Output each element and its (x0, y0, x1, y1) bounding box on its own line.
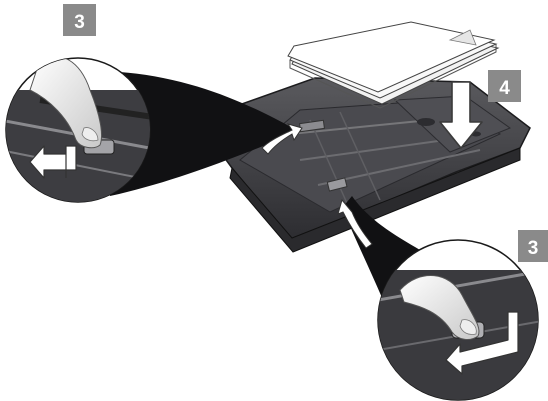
tray-front-lip (229, 147, 521, 253)
left-callout-arrow (261, 123, 303, 155)
load-paper-arrow (439, 81, 483, 149)
left-zoom-callout (5, 57, 303, 203)
step-badge-top-left: 3 (63, 4, 96, 36)
tray-round-boss (417, 118, 435, 126)
left-zoom-fingernail (81, 127, 99, 142)
tray-rail-4 (309, 119, 351, 211)
paper-corner-fold (448, 29, 477, 46)
left-zoom-finger (29, 58, 103, 149)
step-number-right: 4 (499, 78, 510, 99)
right-zoom-fingernail (459, 319, 477, 335)
paper-stack (287, 21, 500, 109)
right-callout-arrow (337, 198, 373, 249)
right-zoom-slide-arrow (445, 311, 519, 375)
step-number-bottom-right: 3 (528, 238, 539, 259)
paper-sheet-top (287, 21, 496, 93)
left-zoom-slide-arrow (29, 145, 77, 179)
length-guide[interactable] (326, 177, 348, 192)
step-number-top-left: 3 (74, 12, 85, 33)
step-badge-bottom-right: 3 (518, 230, 548, 262)
paper-edges (289, 44, 497, 109)
tray-rail-1 (279, 119, 431, 136)
tray-rail-5 (339, 111, 381, 201)
step-badge-right: 4 (488, 70, 521, 102)
left-callout-wedge (110, 72, 300, 196)
right-zoom-finger (399, 275, 480, 340)
right-zoom-callout (337, 196, 539, 401)
